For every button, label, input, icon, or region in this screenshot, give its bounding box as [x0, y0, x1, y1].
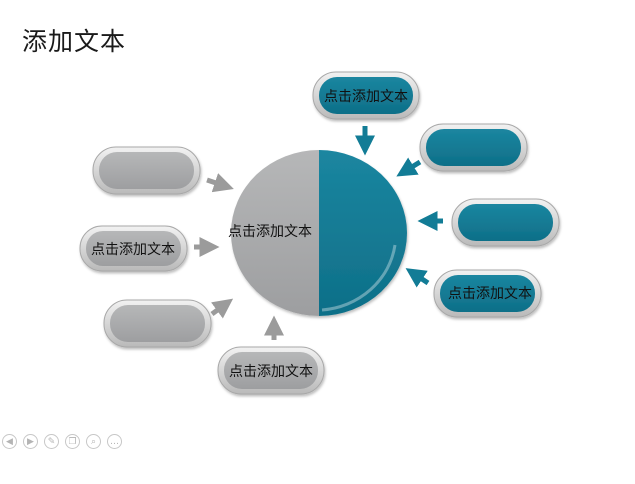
- next-icon[interactable]: ▶: [23, 434, 38, 449]
- pen-icon[interactable]: ✎: [44, 434, 59, 449]
- box-right-bottom[interactable]: [433, 269, 542, 318]
- box-right-bottom-label: 点击添加文本: [448, 286, 532, 302]
- box-left-middle-label: 点击添加文本: [91, 242, 175, 258]
- arrow-right-bottom: [405, 268, 430, 288]
- arrow-right-top: [396, 157, 422, 177]
- slide-title: 添加文本: [22, 27, 127, 56]
- box-right-middle[interactable]: [451, 198, 560, 247]
- zoom-icon[interactable]: ⌕: [86, 434, 101, 449]
- pie-right-half: [319, 150, 407, 316]
- arrow-left-top: [206, 173, 234, 193]
- center-label: 点击添加文本: [228, 224, 312, 240]
- pie-left-half: [231, 150, 319, 316]
- box-bottom-label: 点击添加文本: [229, 364, 313, 380]
- box-left-bottom[interactable]: [103, 299, 212, 348]
- box-bottom[interactable]: [217, 346, 325, 395]
- box-left-middle[interactable]: [79, 225, 188, 272]
- prev-icon[interactable]: ◀: [2, 434, 17, 449]
- center-pie: [231, 150, 407, 316]
- box-top-label: 点击添加文本: [324, 89, 408, 105]
- box-right-top[interactable]: [419, 123, 528, 172]
- pie-highlight: [321, 244, 397, 312]
- arrow-left-bottom: [210, 298, 234, 319]
- box-left-top[interactable]: [92, 146, 201, 195]
- more-icon[interactable]: …: [107, 434, 122, 449]
- slide-nav-toolbar: ◀ ▶ ✎ ❐ ⌕ …: [0, 434, 122, 452]
- box-top[interactable]: [312, 71, 420, 120]
- copy-icon[interactable]: ❐: [65, 434, 80, 449]
